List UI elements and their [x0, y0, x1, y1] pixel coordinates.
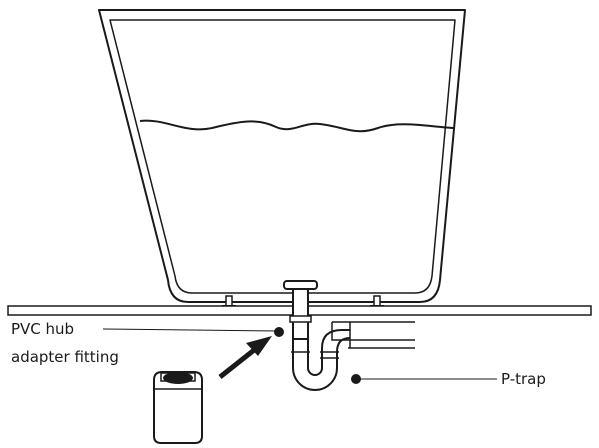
- water-surface: [139, 119, 456, 133]
- arrow-shaft: [218, 345, 260, 379]
- trap-arm: [331, 321, 415, 349]
- ptrap-inner: [307, 329, 350, 376]
- sink-basin-outer: [98, 9, 466, 303]
- drain-flange: [283, 280, 318, 290]
- pvc-label-line2: adapter fitting: [11, 348, 119, 366]
- pvc-leader-line: [102, 328, 280, 332]
- slip-nut: [289, 315, 312, 323]
- arrow-head: [246, 336, 272, 356]
- drain-tailpiece: [292, 288, 309, 340]
- pvc-fitting-illustration: [153, 371, 203, 444]
- ptrap-label: P-trap: [501, 370, 546, 388]
- ptrap-outer: [292, 337, 351, 391]
- pvc-callout-dot: [274, 327, 284, 337]
- pvc-label-line1: PVC hub: [11, 320, 74, 338]
- sink-basin-inner: [109, 19, 456, 294]
